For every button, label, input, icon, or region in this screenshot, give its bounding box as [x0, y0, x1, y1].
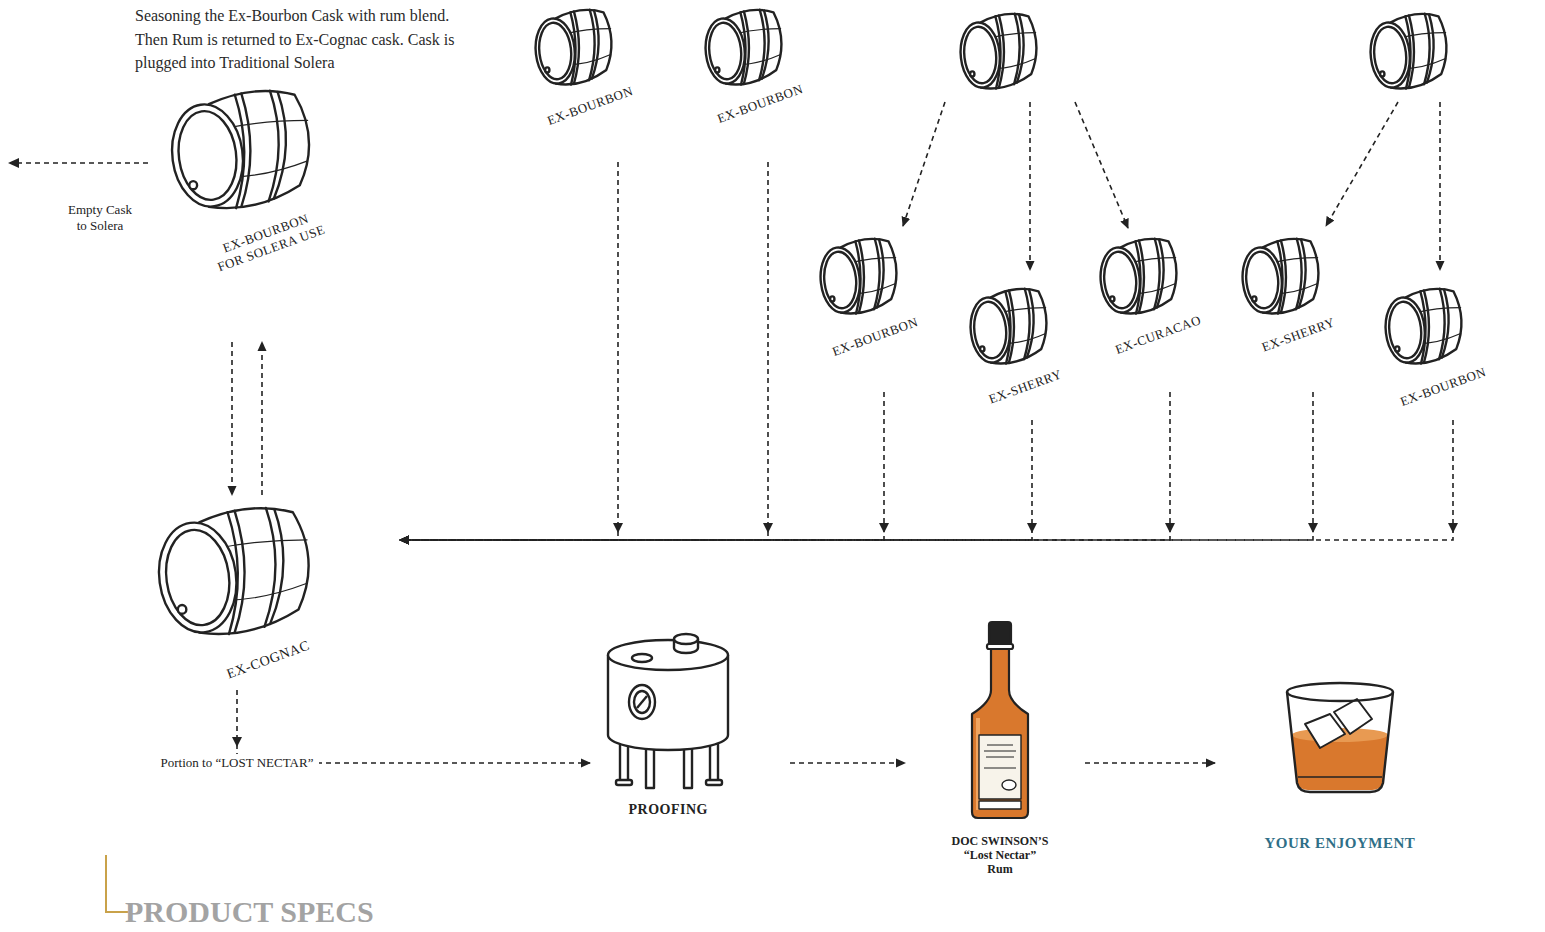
rum-bottle-drawing — [979, 801, 1021, 809]
flow-arrow — [400, 162, 768, 540]
cask-drawing — [1097, 239, 1176, 316]
cask-drawing — [817, 239, 896, 316]
flow-arrow — [790, 762, 905, 764]
flow-arrow — [400, 162, 618, 540]
source-cask-drawing — [1367, 14, 1446, 91]
proofing-tank: PROOFING — [590, 618, 790, 823]
flow-arrowhead — [613, 523, 623, 533]
proofing-tank-drawing — [616, 780, 632, 785]
cognac-cask: EX-COGNAC — [140, 495, 400, 690]
glass-drawing — [1287, 692, 1393, 792]
cask-drawing — [967, 289, 1046, 366]
empty-cask-arrow — [18, 162, 148, 164]
split-arrow — [1075, 102, 1128, 228]
flow-arrow — [400, 420, 1453, 540]
node-label: EX-CURACAO — [1113, 312, 1203, 358]
section-bracket — [106, 855, 128, 912]
flow-arrowhead — [1448, 523, 1458, 533]
edge-label: Portion to “LOST NECTAR” — [155, 754, 320, 772]
cask: EX-BOURBON — [525, 4, 655, 162]
cask-drawing — [166, 91, 309, 212]
flow-arrow — [237, 690, 590, 763]
node-label: EX-BOURBON — [1398, 364, 1488, 410]
glass-drawing — [1298, 776, 1382, 778]
arrow-note: Empty Cask to Solera — [63, 202, 137, 234]
cask: EX-BOURBON — [810, 232, 940, 392]
node-label: DOC SWINSON’S “Lost Nectar” Rum — [951, 834, 1050, 877]
cask-drawing — [152, 508, 308, 638]
proofing-tank-drawing — [706, 780, 722, 785]
flow-arrow — [400, 420, 1032, 540]
flow-arrowhead — [232, 737, 242, 747]
rum-bottle-drawing — [972, 646, 1028, 818]
split-arrow — [1029, 102, 1031, 270]
split-arrow — [903, 102, 945, 226]
cask-drawing — [532, 10, 611, 87]
flow-arrowhead — [1027, 523, 1037, 533]
node-label: YOUR ENJOYMENT — [1265, 834, 1416, 852]
flow-arrow — [1085, 762, 1215, 764]
glass-drawing — [1292, 735, 1388, 790]
rum-bottle-drawing — [972, 622, 1028, 818]
flow-arrowhead — [1165, 523, 1175, 533]
proofing-tank-drawing — [674, 634, 698, 644]
empty-cask-arrow — [8, 158, 19, 168]
solera-cask: EX-BOURBON FOR SOLERA USE — [150, 80, 350, 342]
cask-drawing — [702, 10, 781, 87]
node-label: EX-BOURBON FOR SOLERA USE — [208, 205, 329, 274]
node-label: EX-BOURBON — [545, 83, 635, 129]
rum-bottle-drawing — [984, 751, 1016, 752]
section-heading: PRODUCT SPECS — [125, 896, 545, 928]
glass-drawing — [1287, 683, 1393, 701]
rum-bottle-drawing — [987, 745, 1013, 746]
flow-arrow — [400, 392, 1313, 540]
node-label: EX-SHERRY — [986, 366, 1063, 407]
cask: EX-SHERRY — [960, 282, 1085, 420]
cask: EX-BOURBON — [1375, 282, 1520, 420]
proofing-tank-drawing — [608, 634, 728, 788]
cask-drawing — [1382, 289, 1461, 366]
flow-arrow — [261, 342, 263, 495]
rum-bottle-drawing — [1002, 780, 1016, 790]
flow-arrowhead — [1308, 523, 1318, 533]
glass-drawing — [1287, 683, 1393, 792]
flow-arrow — [400, 392, 884, 540]
cask-drawing — [152, 10, 1461, 638]
proofing-tank-drawing — [634, 691, 650, 713]
proofing-tank-drawing — [637, 696, 647, 708]
rum-bottle-drawing — [984, 768, 1016, 769]
cask-drawing — [1239, 239, 1318, 316]
flow-arrow — [400, 392, 1170, 540]
node-label: EX-BOURBON — [830, 314, 920, 360]
split-arrow — [1439, 102, 1441, 270]
flow-arrowhead — [879, 523, 889, 533]
empty-cask-arrow — [8, 158, 148, 168]
split-arrow — [1326, 102, 1398, 226]
proofing-tank-drawing — [608, 640, 728, 670]
proofing-tank-drawing — [629, 685, 655, 719]
glass-drawing — [1334, 699, 1372, 734]
node-label: EX-COGNAC — [224, 637, 311, 683]
cask: EX-BOURBON — [695, 4, 825, 162]
node-label: EX-SHERRY — [1259, 314, 1336, 355]
flow-arrow — [231, 342, 233, 495]
cask: EX-SHERRY — [1232, 232, 1362, 392]
node-label: PROOFING — [629, 802, 708, 819]
node-label: EX-BOURBON — [715, 81, 805, 127]
split-arrow — [903, 102, 1440, 270]
rum-bottle: DOC SWINSON’S “Lost Nectar” Rum — [905, 615, 1085, 895]
glass: YOUR ENJOYMENT — [1215, 680, 1445, 860]
source-cask-drawing — [957, 14, 1036, 91]
proofing-tank-drawing — [632, 654, 652, 662]
rum-bottle-drawing — [979, 735, 1021, 799]
cask: EX-CURACAO — [1090, 232, 1225, 392]
flow-arrowhead — [763, 523, 773, 533]
process-note: Seasoning the Ex-Bourbon Cask with rum b… — [135, 4, 460, 75]
rum-bottle-drawing — [987, 644, 1013, 649]
rum-bottle-drawing — [986, 757, 1014, 758]
